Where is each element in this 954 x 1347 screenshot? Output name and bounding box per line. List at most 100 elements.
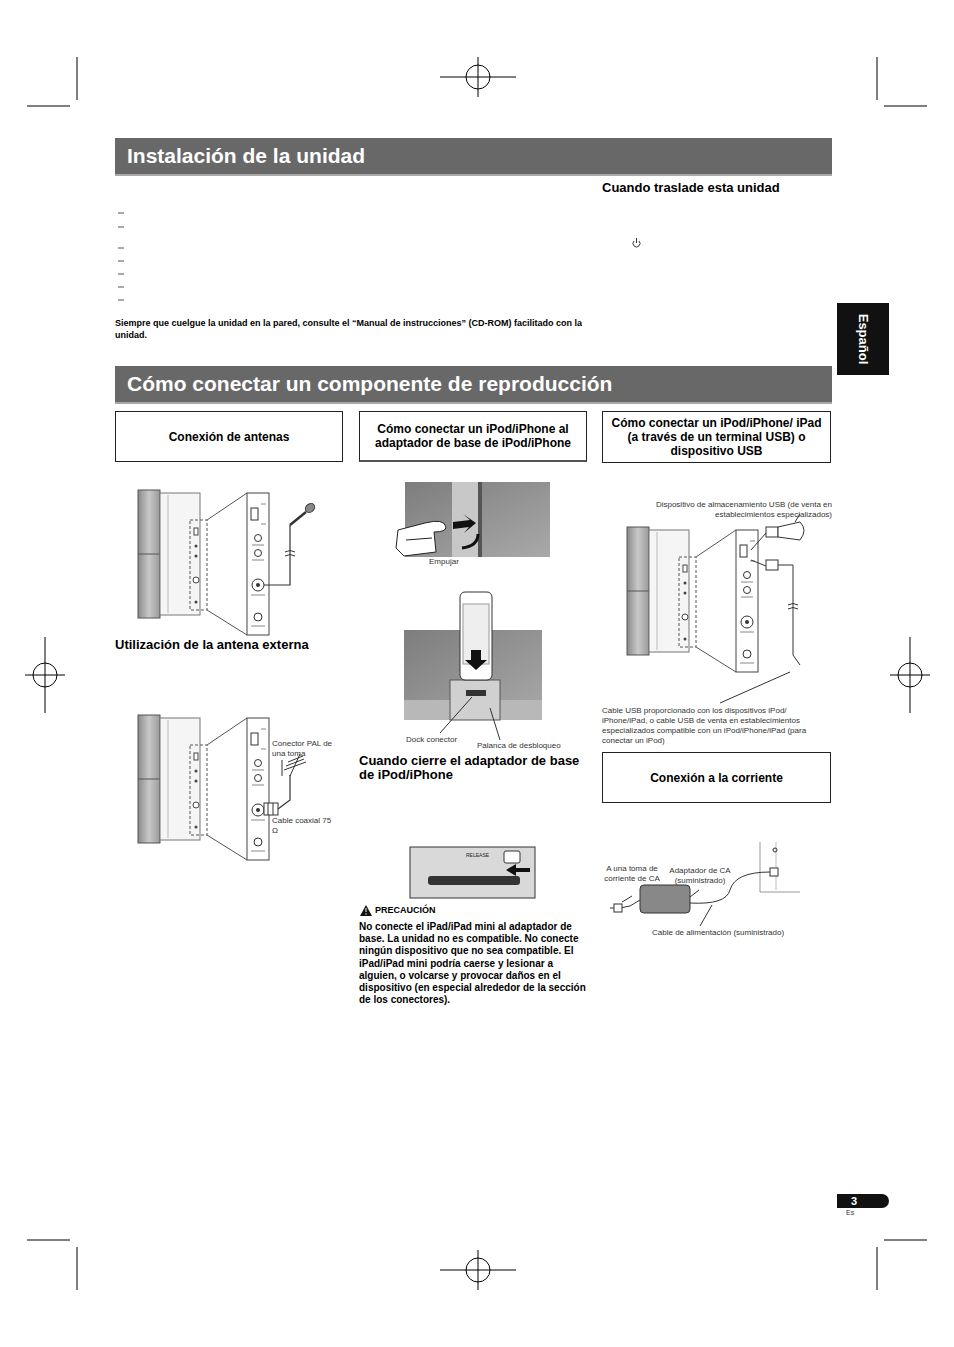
list-dashes: [118, 213, 124, 300]
crop-marks-part: [77, 57, 78, 100]
unit-usb-part: [766, 527, 778, 537]
heading-text: PRECAUCIÓN: [375, 905, 475, 916]
language-tab: Español: [837, 303, 889, 375]
registration-marks-part: [440, 1270, 516, 1271]
unit-usb-part: [751, 533, 766, 550]
unit-usb-part: [778, 522, 804, 540]
callout-label: Empujar: [429, 557, 479, 567]
callout-label: Es: [846, 1209, 860, 1217]
unit-usb-part: [720, 672, 790, 703]
dock-phone-photo-part: [466, 690, 486, 696]
subsection-box: Cómo conectar un iPod/iPhone al adaptado…: [359, 411, 587, 462]
callout-label: Dock conector: [406, 735, 476, 745]
dock-open-photo-part: [396, 521, 446, 556]
subsection-box-text: Conexión de antenas: [169, 430, 290, 444]
dock-phone-photo-part: [460, 592, 492, 680]
dock-open-photo-part: [462, 534, 478, 548]
unit-fm-antenna-part: [304, 502, 317, 515]
list-dashes-part: [118, 287, 124, 288]
callout-label: Cable de alimentación (suministrado): [652, 928, 822, 938]
crop-marks-part: [884, 1240, 927, 1241]
callout-label: A una toma de corriente de CA: [600, 864, 664, 884]
registration-marks-part: [440, 77, 516, 78]
registration-marks-part: [890, 675, 930, 676]
section-band-text: Instalación de la unidad: [127, 144, 365, 168]
heading-text: Utilización de la antena externa: [115, 637, 345, 653]
list-dashes-part: [118, 213, 124, 214]
callout-label: Adaptador de CA (suministrado): [660, 866, 740, 886]
section-band-text: Cómo conectar un componente de reproducc…: [127, 372, 612, 396]
subsection-box: Cómo conectar un iPod/iPhone/ iPad (a tr…: [602, 411, 831, 463]
dock-phone-photo-part: [490, 708, 500, 740]
heading-text: Cuando cierre el adaptador de base de iP…: [359, 754, 587, 782]
power-connection-part: [700, 905, 712, 926]
unit-fm-antenna-part: [138, 490, 269, 635]
unit-usb-part: [627, 527, 758, 672]
heading-text: Siempre que cuelgue la unidad en la pare…: [115, 317, 585, 341]
callout-label: Cable USB proporcionado con los disposit…: [602, 706, 834, 746]
warning-triangle-part: [360, 905, 372, 916]
power-connection-part: [610, 908, 614, 909]
callout-label: Cable coaxial 75 Ω: [272, 816, 334, 836]
crop-marks-part: [77, 1247, 78, 1290]
unit-external-antenna-part: [278, 775, 290, 809]
callout-label: Conector PAL de una toma: [272, 739, 342, 759]
warning-triangle-part: [365, 913, 366, 914]
release-lever-part: [506, 864, 530, 876]
unit-fm-antenna-part: [285, 551, 295, 557]
crop-marks-part: [27, 1240, 70, 1241]
callout-label: Palanca de desbloqueo: [477, 741, 577, 751]
warning-triangle-part: [366, 908, 367, 912]
crop-marks-part: [877, 57, 878, 100]
power-connection-part: [614, 904, 622, 912]
unit-fm-antenna: [138, 490, 316, 635]
callout-label: Dispositivo de almacenamiento USB (de ve…: [630, 500, 832, 520]
subsection-box: Conexión a la corriente: [602, 752, 831, 803]
crop-marks-part: [884, 106, 927, 107]
power-connection-part: [690, 890, 699, 897]
release-lever-part: [504, 851, 520, 863]
release-lever-part: [428, 876, 520, 885]
page-number: 3: [837, 1194, 889, 1208]
list-dashes-part: [118, 274, 124, 275]
callout-label: RELEASE: [466, 852, 500, 858]
power-connection-part: [770, 868, 778, 876]
unit-usb-part: [788, 604, 798, 610]
warning-triangle: [360, 905, 372, 916]
dock-open-photo: [396, 482, 550, 557]
subsection-box-text: Cómo conectar un iPod/iPhone al adaptado…: [368, 422, 578, 450]
power-connection-part: [622, 896, 632, 902]
unit-fm-antenna-part: [290, 512, 306, 525]
list-dashes-part: [118, 248, 124, 249]
heading-text: No conecte el iPad/iPad mini al adaptado…: [359, 921, 591, 1006]
standby-symbol-part: [636, 238, 637, 243]
subsection-box: Conexión de antenas: [115, 411, 343, 462]
unit-external-antenna: [138, 715, 306, 860]
section-band: Instalación de la unidad: [115, 138, 832, 176]
power-connection: [610, 842, 800, 926]
heading-text: Cuando traslade esta unidad: [602, 180, 832, 196]
language-tab-text: Español: [856, 314, 871, 365]
dock-open-photo-part: [453, 514, 476, 533]
unit-external-antenna-part: [264, 803, 278, 815]
unit-usb-part: [766, 560, 778, 570]
dock-open-photo-part: [478, 482, 482, 557]
unit-external-antenna-part: [282, 760, 283, 776]
list-dashes-part: [118, 261, 124, 262]
dock-phone-photo: [404, 592, 542, 740]
standby-symbol: [633, 238, 640, 247]
dock-open-photo-part: [452, 482, 478, 557]
dock-open-photo-part: [406, 538, 432, 540]
crop-marks-part: [27, 106, 70, 107]
power-connection-part: [760, 842, 800, 892]
subsection-box-text: Conexión a la corriente: [650, 771, 783, 785]
section-band: Cómo conectar un componente de reproducc…: [115, 366, 832, 404]
unit-usb: [627, 514, 804, 703]
release-lever-part: [410, 847, 535, 898]
release-lever: [410, 847, 535, 898]
unit-external-antenna-part: [273, 803, 274, 815]
dock-phone-photo-part: [465, 650, 487, 670]
